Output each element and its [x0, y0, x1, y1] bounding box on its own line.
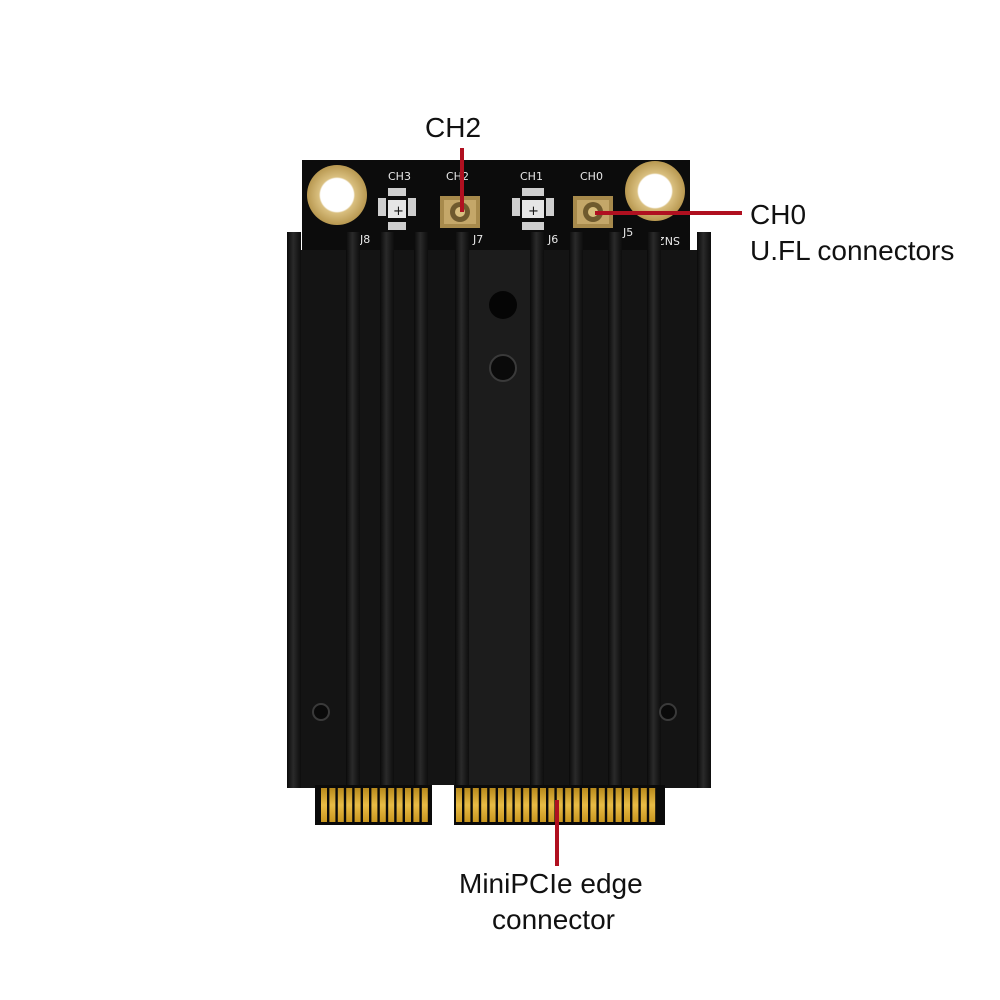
silk-j6: J6 — [547, 233, 558, 246]
silk-j8: J8 — [359, 233, 370, 246]
gold-finger — [565, 788, 572, 822]
gold-finger — [540, 788, 546, 822]
screw-icon — [489, 291, 517, 319]
silk-j5: J5 — [622, 226, 633, 239]
screw-icon — [489, 354, 517, 382]
gold-finger — [531, 788, 538, 822]
gold-finger — [321, 788, 327, 822]
gold-finger — [582, 788, 588, 822]
gold-finger — [624, 788, 630, 822]
gold-finger — [506, 788, 513, 822]
gold-finger — [649, 788, 656, 822]
label-ch0: CH0 — [750, 199, 807, 230]
heatsink-fins — [287, 232, 711, 788]
gold-finger — [371, 788, 378, 822]
gold-finger — [640, 788, 647, 822]
gold-finger — [632, 788, 639, 822]
silk-ch0: CH0 — [580, 170, 603, 183]
gold-finger — [421, 788, 428, 822]
gold-finger — [388, 788, 395, 822]
connector-footprint-ch3: + — [378, 188, 416, 230]
edge-notch — [432, 785, 454, 830]
gold-finger — [615, 788, 622, 822]
label-ch2: CH2 — [425, 112, 482, 143]
gold-finger — [363, 788, 369, 822]
gold-finger — [464, 788, 471, 822]
gold-fingers — [321, 788, 656, 822]
gold-finger — [396, 788, 403, 822]
gold-finger — [523, 788, 530, 822]
gold-finger — [607, 788, 614, 822]
gold-finger — [337, 788, 344, 822]
gold-finger — [472, 788, 479, 822]
gold-finger — [413, 788, 420, 822]
gold-finger — [481, 788, 488, 822]
heatsink-channel — [469, 250, 530, 788]
gold-finger — [514, 788, 521, 822]
silk-ch3: CH3 — [388, 170, 411, 183]
gold-finger — [556, 788, 563, 822]
gold-finger — [573, 788, 580, 822]
screw-icon — [659, 703, 677, 721]
gold-finger — [548, 788, 555, 822]
gold-finger — [489, 788, 496, 822]
gold-finger — [346, 788, 353, 822]
gold-finger — [405, 788, 411, 822]
label-edge-connector-line1: MiniPCIe edge — [459, 868, 643, 899]
connector-footprint-ch1: + — [512, 188, 554, 230]
gold-finger — [379, 788, 386, 822]
gold-finger — [456, 788, 462, 822]
label-edge-connector-line2: connector — [492, 904, 615, 935]
mount-hole-left — [307, 165, 367, 225]
label-ufl-connectors: U.FL connectors — [750, 235, 955, 266]
pcb-top — [302, 160, 690, 250]
mount-hole-right — [625, 161, 685, 221]
silk-j7: J7 — [472, 233, 483, 246]
gold-finger — [498, 788, 504, 822]
silk-sn: SN2 — [658, 234, 680, 247]
gold-finger — [598, 788, 605, 822]
silk-ch1: CH1 — [520, 170, 543, 183]
gold-finger — [590, 788, 597, 822]
screw-icon — [312, 703, 330, 721]
gold-finger — [329, 788, 336, 822]
svg-text:+: + — [393, 204, 404, 219]
gold-finger — [354, 788, 361, 822]
silk-ch2: CH2 — [446, 170, 469, 183]
svg-text:+: + — [528, 204, 539, 219]
